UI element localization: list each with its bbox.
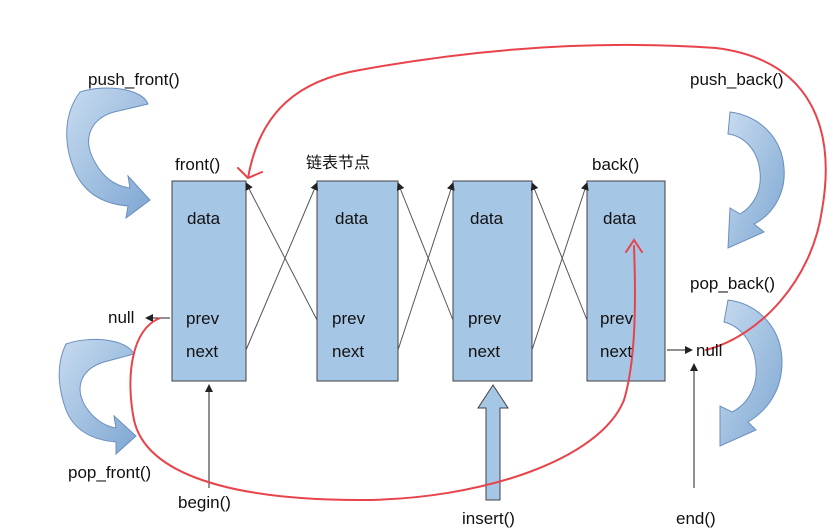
front-label: front() <box>175 155 220 174</box>
prev-link <box>396 182 454 321</box>
annotation-arrow-tip <box>237 167 263 180</box>
node-next-text: next <box>332 342 364 361</box>
push-back-arrow-icon <box>727 111 785 249</box>
node-data-text: data <box>187 209 221 228</box>
end-label: end() <box>676 509 716 528</box>
node-data-text: data <box>335 209 369 228</box>
node-boxes <box>171 180 666 382</box>
prev-link <box>245 182 318 321</box>
pop-back-arrow-icon <box>719 299 783 447</box>
annotation-curve <box>129 245 636 502</box>
pop-back-label: pop_back() <box>690 274 775 293</box>
node-prev-text: prev <box>332 309 366 328</box>
insert-arrow-icon <box>477 384 509 501</box>
pop-front-arrow-icon <box>58 338 137 456</box>
node-box <box>171 180 247 382</box>
node-text-group: data prev next data prev next data prev … <box>186 209 637 361</box>
push-back-label: push_back() <box>690 70 784 89</box>
push-front-label: push_front() <box>88 70 180 89</box>
prev-link <box>530 182 588 321</box>
node-links <box>245 182 589 351</box>
node-prev-text: prev <box>186 309 220 328</box>
next-link <box>397 182 455 351</box>
node-box <box>586 180 666 382</box>
annotation-curve <box>247 43 827 351</box>
insert-label: insert() <box>462 509 515 528</box>
operation-labels: push_front() pop_front() push_back() pop… <box>68 70 784 528</box>
null-right-label: null <box>696 341 722 360</box>
node-next-text: next <box>186 342 218 361</box>
operation-arrows <box>58 87 785 456</box>
node-next-text: next <box>600 342 632 361</box>
next-link <box>531 182 589 351</box>
begin-label: begin() <box>178 493 231 512</box>
back-label: back() <box>592 155 639 174</box>
pop-front-label: pop_front() <box>68 463 151 482</box>
node-box <box>316 180 399 382</box>
annotation-marks <box>129 43 827 502</box>
node-box <box>452 180 533 382</box>
node-caption-label: 链表节点 <box>306 153 370 172</box>
null-left-label: null <box>108 308 134 327</box>
node-data-text: data <box>603 209 637 228</box>
pointer-arrows <box>145 314 698 488</box>
next-link <box>245 182 318 351</box>
node-data-text: data <box>470 209 504 228</box>
node-prev-text: prev <box>600 309 634 328</box>
annotation-arrow-tip <box>625 238 643 253</box>
node-prev-text: prev <box>468 309 502 328</box>
node-next-text: next <box>468 342 500 361</box>
push-front-arrow-icon <box>66 87 151 220</box>
